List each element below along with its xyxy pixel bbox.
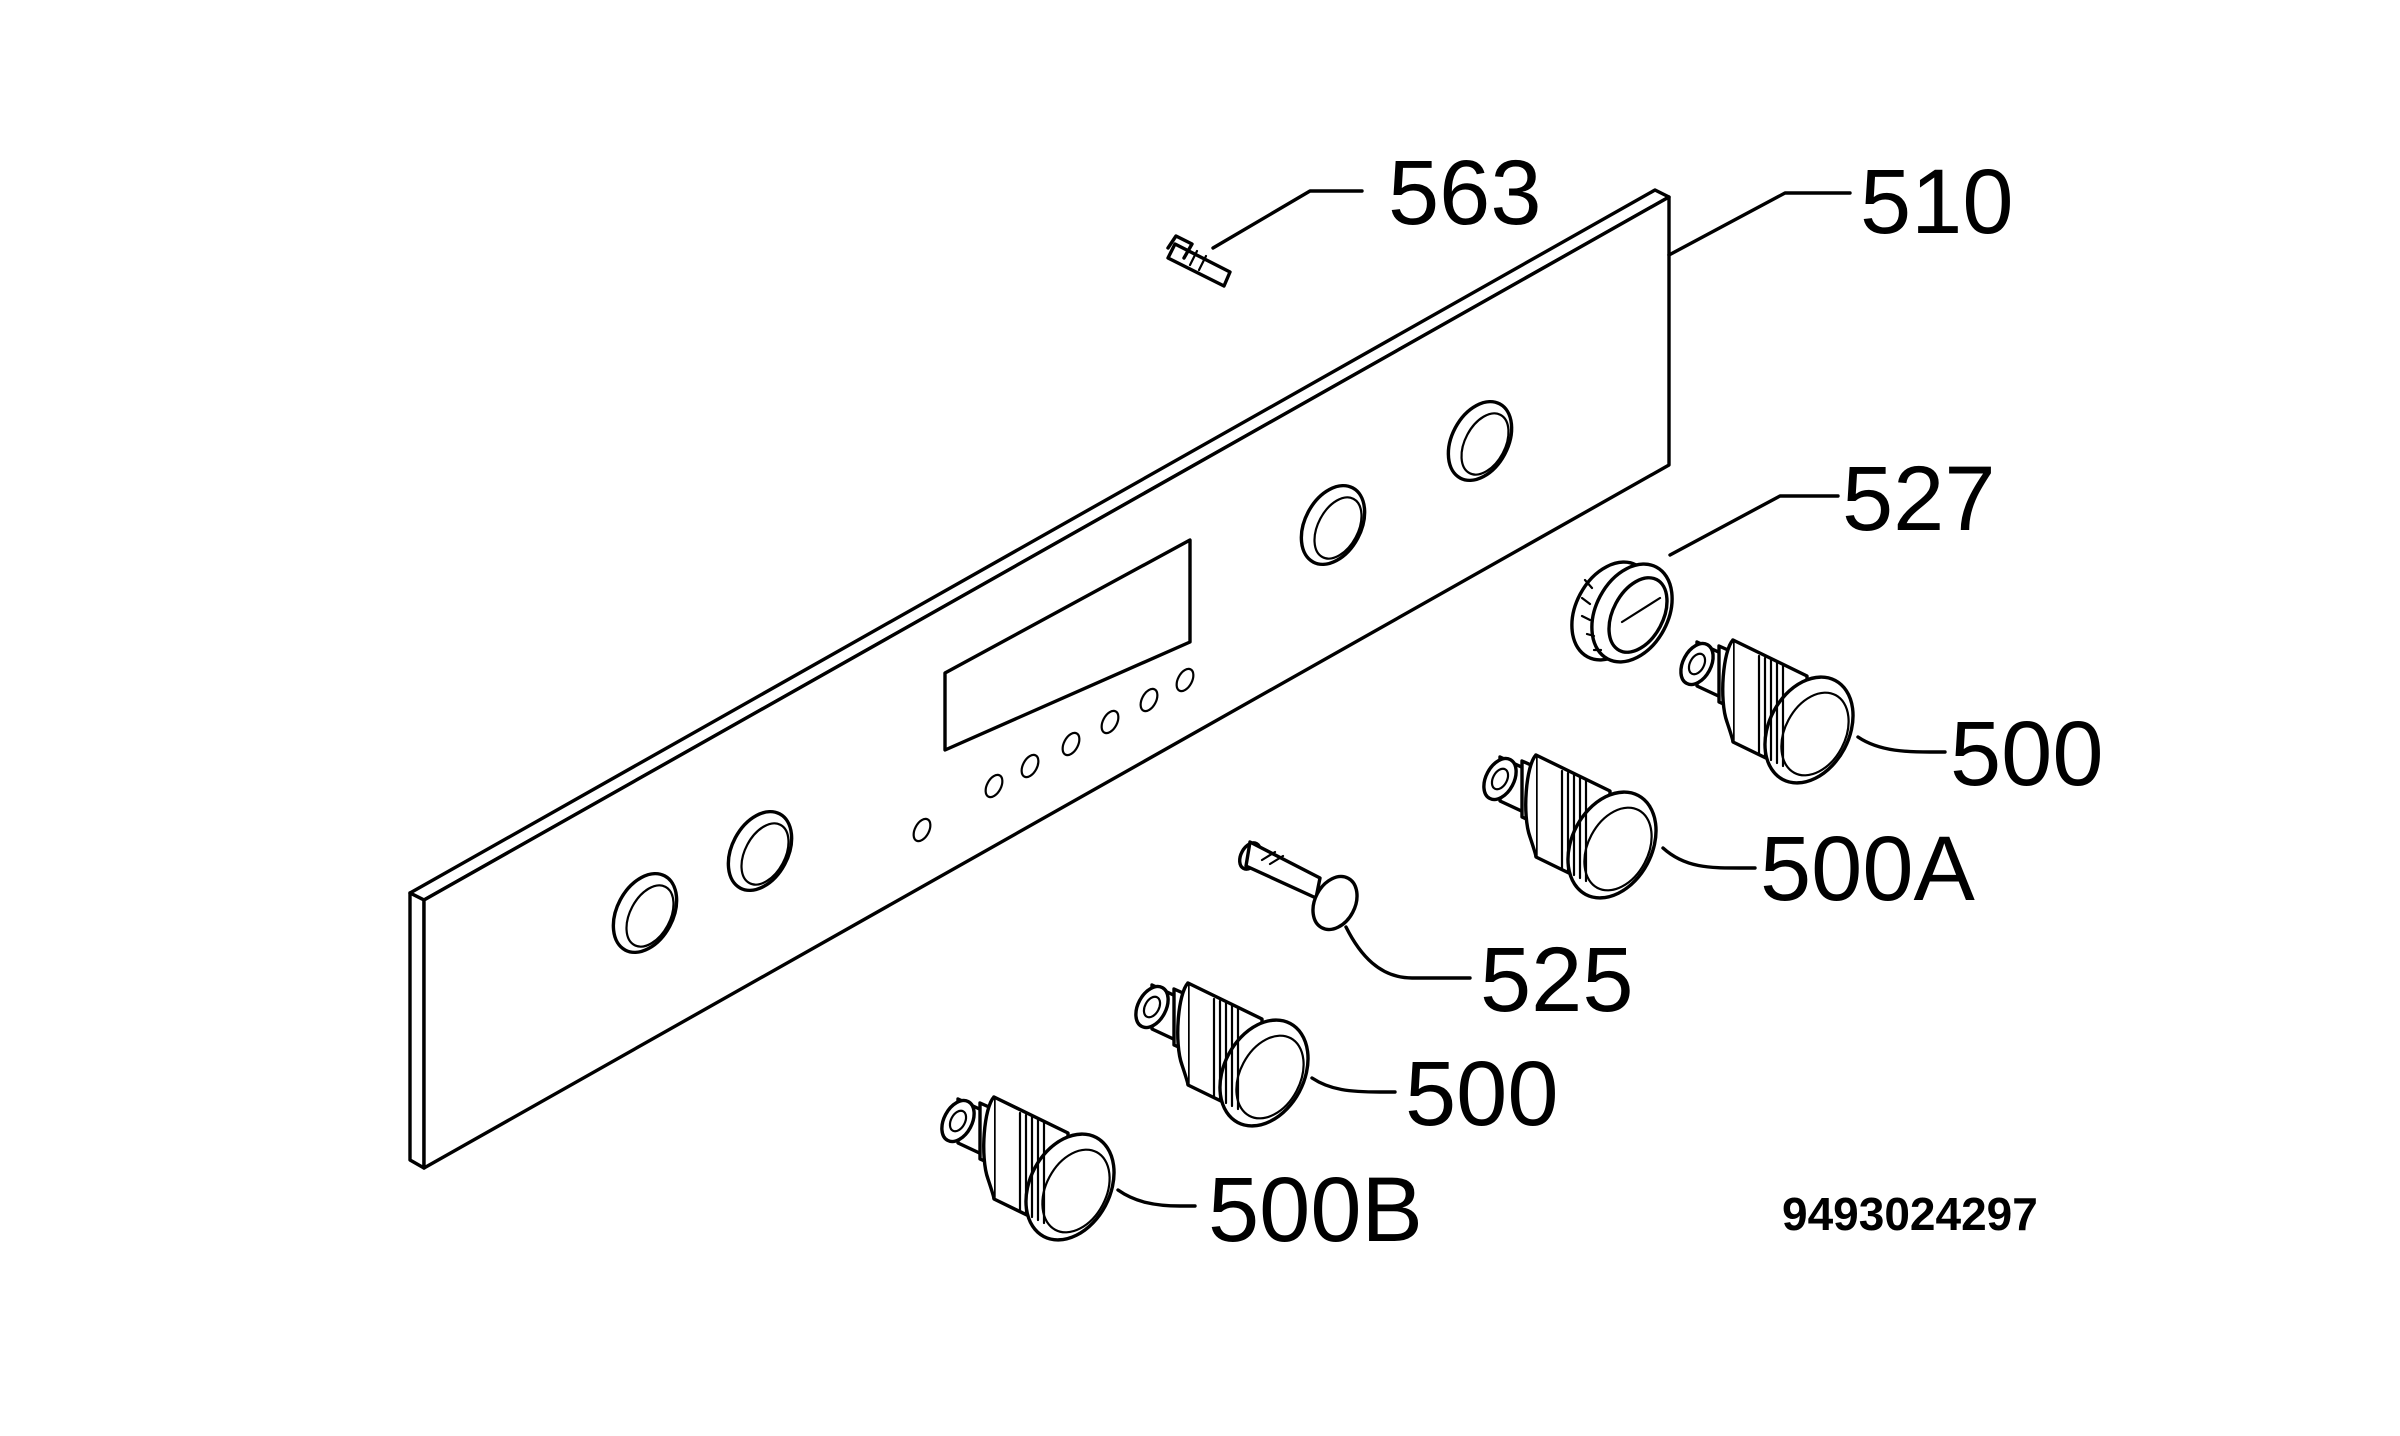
label-500a: 500A — [1760, 818, 1975, 920]
part-563-pin — [1166, 234, 1232, 288]
knob-hole-2 — [726, 809, 794, 893]
display-window — [943, 538, 1192, 752]
label-510: 510 — [1860, 151, 2014, 253]
label-525: 525 — [1480, 929, 1634, 1031]
part-500b-knob — [933, 1093, 1134, 1257]
part-500a-knob — [1475, 751, 1676, 915]
label-527: 527 — [1842, 448, 1996, 550]
control-panel — [408, 188, 1671, 1170]
label-500b: 500B — [1208, 1159, 1423, 1261]
part-525-spindle — [1237, 840, 1359, 932]
label-500-top: 500 — [1950, 703, 2104, 805]
label-500-mid: 500 — [1405, 1043, 1559, 1145]
part-527-ring — [1570, 560, 1674, 664]
knob-hole-1 — [611, 871, 679, 955]
part-500-knob-top — [1672, 636, 1873, 800]
drawing-number: 9493024297 — [1782, 1188, 2038, 1240]
part-500-knob-mid — [1127, 979, 1328, 1143]
button-holes — [912, 667, 1195, 843]
leader-lines — [1116, 189, 1947, 1208]
knob-hole-3 — [1299, 483, 1367, 567]
knob-hole-4 — [1446, 399, 1514, 483]
label-563: 563 — [1388, 142, 1542, 244]
